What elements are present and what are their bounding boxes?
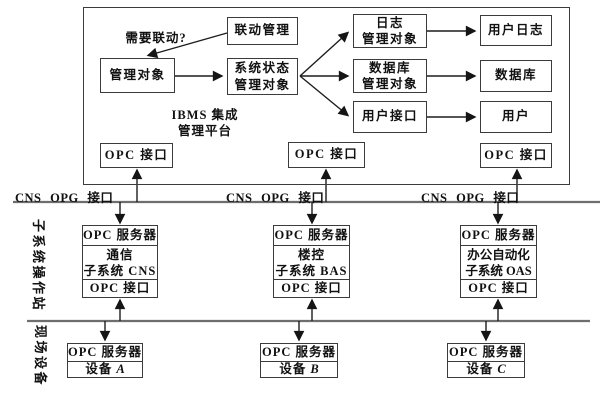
- log-managed-object-box: 日志 管理对象: [353, 14, 427, 48]
- device-b-letter: B: [310, 361, 319, 376]
- subsystem-station-side-label: 子系统操作站: [31, 219, 46, 313]
- device-c-opc-server-label: OPC 服务器: [448, 344, 523, 359]
- device-b-box: OPC 服务器 设备 B: [260, 343, 338, 378]
- bus-label-right: CNS OPG 接口: [421, 191, 520, 205]
- bus-label-left: CNS OPG 接口: [15, 191, 114, 205]
- user-label: 用户: [501, 109, 530, 124]
- subsystem-bas-box: OPC 服务器 楼控 子系统 BAS OPC 接口: [273, 225, 350, 298]
- bas-name-line1: 楼控: [297, 247, 325, 262]
- platform-opc-if-right-box: OPC 接口: [480, 143, 552, 168]
- subsystem-cns-box: OPC 服务器 通信 子系统 CNS OPC 接口: [82, 225, 158, 298]
- oas-subsystem-name: 办公自动化 子系统 OAS: [461, 245, 536, 279]
- linkage-management-box: 联动管理: [227, 17, 298, 45]
- bas-subsystem-name: 楼控 子系统 BAS: [274, 245, 349, 279]
- oas-opc-if-label: OPC 接口: [461, 279, 536, 297]
- platform-title-line1: IBMS 集成: [171, 108, 239, 122]
- device-a-label: 设备: [85, 361, 113, 376]
- platform-opc-if-right-label: OPC 接口: [484, 147, 548, 162]
- oas-opc-server-label: OPC 服务器: [461, 227, 536, 242]
- database-label: 数据库: [494, 68, 537, 83]
- managed-object-label: 管理对象: [109, 67, 166, 82]
- cns-opc-if-label: OPC 接口: [83, 279, 157, 297]
- arrow-status-to-user-if: [299, 75, 350, 117]
- device-b-label: 设备: [279, 361, 307, 376]
- field-device-side-label: 现场设备: [33, 325, 48, 388]
- platform-title-line2: 管理平台: [177, 124, 232, 139]
- db-mgmt-line1: 数据库: [368, 60, 411, 75]
- device-a-name: 设备 A: [68, 361, 142, 377]
- platform-opc-if-left-box: OPC 接口: [100, 143, 173, 168]
- bas-name-line2: 子系统 BAS: [275, 263, 348, 278]
- cns-opc-server-label: OPC 服务器: [83, 227, 158, 242]
- cns-name-line1: 通信: [106, 247, 134, 262]
- platform-opc-if-mid-label: OPC 接口: [294, 147, 359, 162]
- device-b-name: 设备 B: [261, 361, 337, 377]
- arrow-linkage-to-managed-object: [146, 32, 228, 59]
- user-box: 用户: [480, 101, 552, 133]
- user-interface-box: 用户接口: [353, 101, 427, 133]
- bas-opc-if-label: OPC 接口: [274, 279, 349, 297]
- system-status-line2: 管理对象: [234, 77, 291, 92]
- system-status-managed-object-box: 系统状态 管理对象: [227, 58, 298, 95]
- database-box: 数据库: [480, 60, 552, 92]
- user-interface-label: 用户接口: [361, 109, 418, 124]
- device-a-letter: A: [116, 361, 125, 376]
- db-mgmt-line2: 管理对象: [361, 77, 418, 91]
- cns-name-line2: 子系统 CNS: [83, 263, 157, 278]
- oas-name-line1: 办公自动化: [467, 247, 530, 262]
- cns-subsystem-name: 通信 子系统 CNS: [83, 245, 157, 279]
- log-mgmt-line2: 管理对象: [361, 32, 418, 46]
- device-a-opc-server-label: OPC 服务器: [68, 344, 143, 359]
- database-managed-object-box: 数据库 管理对象: [353, 59, 427, 93]
- bas-opc-server-label: OPC 服务器: [274, 227, 349, 242]
- log-mgmt-line1: 日志: [375, 15, 404, 30]
- user-log-label: 用户日志: [487, 22, 544, 37]
- device-a-box: OPC 服务器 设备 A: [67, 343, 143, 378]
- device-c-name: 设备 C: [448, 361, 524, 377]
- ibms-platform-frame: [83, 7, 570, 185]
- device-c-label: 设备: [466, 361, 494, 376]
- linkage-management-label: 联动管理: [234, 23, 291, 38]
- managed-object-box: 管理对象: [100, 58, 175, 93]
- platform-opc-if-mid-box: OPC 接口: [288, 142, 365, 168]
- need-linkage-question-label: 需要联动?: [125, 31, 187, 45]
- platform-opc-if-left-label: OPC 接口: [104, 147, 169, 162]
- arrow-status-to-log-mgmt: [299, 31, 350, 77]
- user-log-box: 用户日志: [480, 15, 552, 46]
- system-status-line1: 系统状态: [234, 61, 291, 76]
- subsystem-oas-box: OPC 服务器 办公自动化 子系统 OAS OPC 接口: [460, 225, 537, 298]
- oas-name-line2: 子系统 OAS: [465, 263, 532, 278]
- platform-title: IBMS 集成 管理平台: [163, 107, 247, 140]
- device-c-box: OPC 服务器 设备 C: [447, 343, 525, 378]
- device-b-opc-server-label: OPC 服务器: [261, 344, 336, 359]
- bus-label-mid: CNS OPG 接口: [226, 191, 325, 205]
- device-c-letter: C: [497, 361, 506, 376]
